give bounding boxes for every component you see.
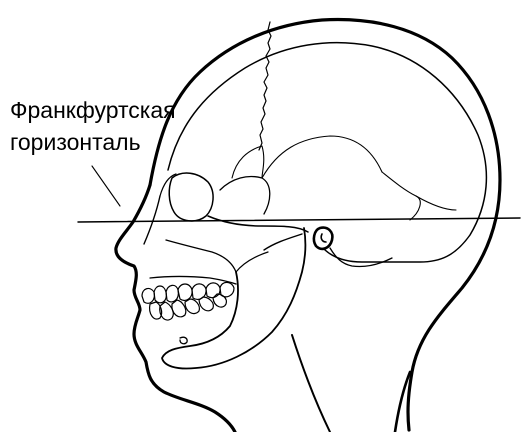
- temporal-line: [262, 136, 382, 178]
- label-leader-line: [92, 166, 120, 206]
- ear-canal: [314, 228, 332, 249]
- mandible-ramus: [264, 234, 302, 250]
- squamosal-suture: [382, 172, 420, 220]
- orbit: [169, 173, 213, 221]
- head-outline: [150, 20, 500, 430]
- frankfurt-label-line2: горизонталь: [10, 128, 141, 156]
- coronal-suture: [259, 22, 271, 150]
- frankfurt-label-line1: Франкфуртская: [10, 96, 176, 124]
- sphenoid-line: [232, 146, 264, 178]
- cheek-line: [236, 252, 268, 272]
- mastoid: [330, 248, 392, 267]
- neck-front: [292, 335, 330, 432]
- ear-inner: [321, 234, 326, 242]
- mandible: [162, 228, 305, 369]
- lower-teeth: [150, 294, 227, 320]
- nasal-bone: [144, 196, 160, 244]
- frankfurt-horizontal-line: [78, 218, 520, 222]
- mental-foramen: [180, 337, 187, 344]
- zygomatic-bone: [220, 177, 270, 215]
- lambdoid-line: [416, 196, 456, 210]
- zygomatic-arch: [208, 216, 308, 232]
- maxilla: [166, 240, 236, 272]
